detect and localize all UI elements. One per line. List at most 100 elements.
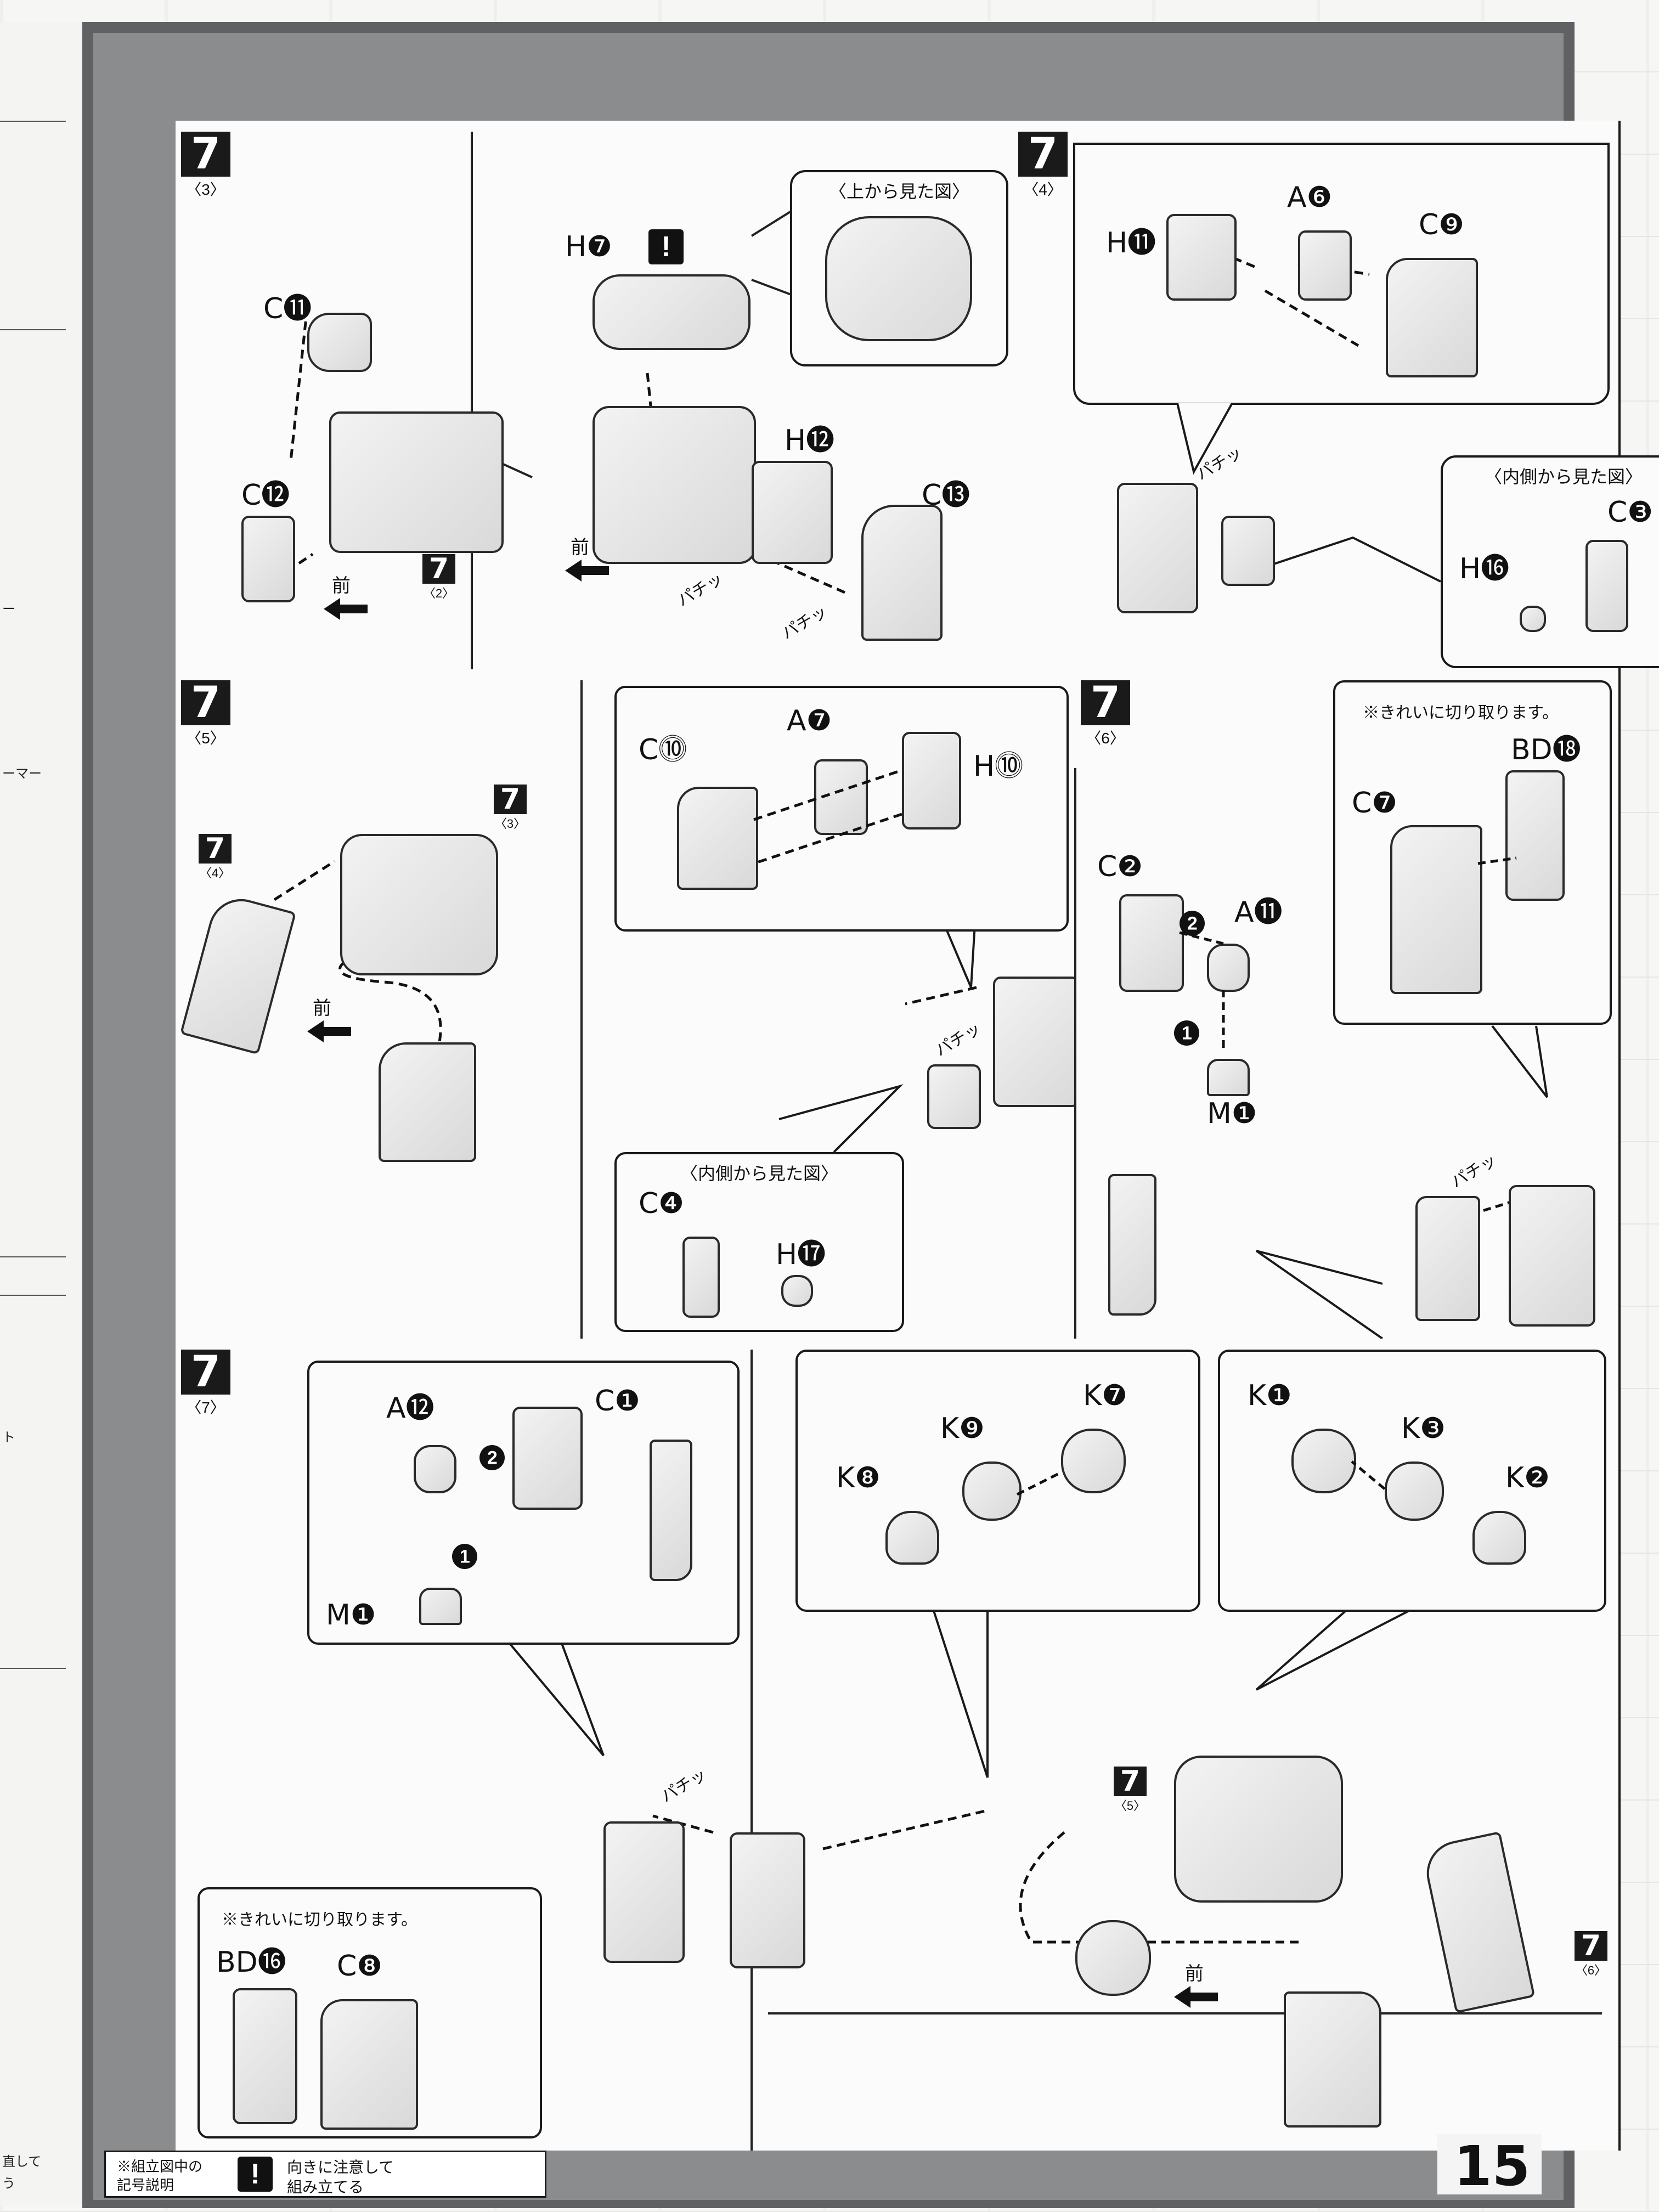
part-shape [379,1042,476,1162]
reference-step-badge: 7 〈6〉 [1575,1931,1607,1978]
part-shape [512,1407,583,1510]
inside-view-callout: 〈内側から見た図〉 H⓰ C❸ [1441,455,1659,668]
reference-step-badge: 7 〈4〉 [199,834,232,881]
part-shape [752,461,833,564]
legend-desc: 向きに注意して [287,2159,394,2176]
ref-step-sub: 〈5〉 [1114,1799,1146,1813]
part-shape [1472,1511,1526,1565]
part-shape [1174,1756,1343,1903]
callout-lines [351,1350,1602,2151]
step-number: 7 [181,132,230,177]
step-badge: 7 〈3〉 [181,132,230,198]
part-shape [1061,1429,1126,1493]
part-label: A⓬ [386,1392,435,1425]
part-shape [861,505,943,641]
part-shape [730,1832,805,1968]
caution-icon: ! [238,2157,273,2192]
cut-note: ※きれいに切り取ります。 [1363,704,1559,722]
sequence-number: 1 [459,1545,470,1567]
instruction-sheet: 7 〈3〉 C⓫ C⓬ [176,121,1659,2151]
detail-callout: C⓾ A❼ H⓾ [614,686,1069,932]
part-shape [340,834,498,975]
part-label: C❼ [1352,787,1397,820]
part-label: H❼ [565,230,612,263]
part-shape [1298,230,1352,301]
ref-step-number: 7 [1575,1931,1607,1961]
ref-step-sub: 〈6〉 [1575,1963,1607,1977]
ref-step-number: 7 [494,785,527,814]
part-label: H⓫ [1106,227,1156,259]
step-sub: 〈4〉 [1023,181,1063,198]
panel-step-7-3: 7 〈3〉 C⓫ C⓬ [176,121,1015,672]
sequence-marker: 1 [447,1538,483,1575]
part-label: C⓫ [263,292,312,325]
callout-title: 〈内側から見た図〉 [1484,467,1643,487]
sequence-marker: 2 [474,1440,510,1476]
step-badge: 7 〈6〉 [1081,680,1130,747]
reference-step-badge: 7 〈2〉 [422,554,455,601]
part-shape [233,1988,297,2124]
step-number: 7 [1018,132,1068,177]
page-number: 15 [1454,2134,1531,2198]
part-label: K❸ [1401,1412,1446,1445]
part-shape [1520,606,1546,632]
assembly-arrows [1351,1460,1386,1490]
front-arrow [324,598,368,620]
part-label: H⓬ [785,424,835,457]
part-shape [1284,1991,1381,2128]
callout-title: 〈上から見た図〉 [828,182,969,201]
part-shape [677,787,758,890]
sequence-number: 2 [487,1447,498,1468]
manual-page: 7 〈3〉 C⓫ C⓬ [93,33,1659,2200]
step-sub: 〈3〉 [186,181,225,198]
part-label: K❷ [1505,1462,1550,1494]
part-shape [603,1821,685,1963]
assembly-arrows [1016,1471,1062,1496]
part-shape [993,977,1080,1107]
prev-page-text: ーマー [2,766,42,781]
assembly-arrows [1477,856,1517,865]
symbol-legend: ※組立図中の 記号説明 ! 向きに注意して 組み立てる [104,2151,546,2198]
part-shape [1291,1429,1356,1493]
part-label: H⓱ [776,1238,826,1271]
ref-step-sub: 〈4〉 [199,866,231,880]
legend-title: 記号説明 [117,2177,174,2193]
step-number: 7 [181,680,230,725]
detail-callout: ※きれいに切り取ります。 BD⓲ C❼ [1333,680,1612,1025]
part-label: M❶ [1207,1097,1257,1130]
part-label: K❶ [1248,1379,1292,1412]
step-badge: 7 〈4〉 [1018,132,1068,198]
prev-page-text: 直して [2,2154,42,2169]
part-label: C❸ [1607,496,1653,529]
step-sub: 〈6〉 [1086,730,1125,747]
part-label: K❼ [1083,1379,1127,1412]
detail-frame [1073,143,1610,405]
part-shape [1415,1196,1480,1321]
part-label: C❹ [639,1187,684,1220]
part-label: A❻ [1287,181,1333,214]
knee-joint-callout: K❽ K❾ K❼ [795,1350,1200,1612]
part-shape [885,1511,939,1565]
panel-step-7-6: 7 〈6〉 C❷ A⓫ 2 1 M❶ [1074,669,1621,1341]
part-label: H⓾ [973,750,1024,783]
part-label: BD⓲ [1511,733,1581,766]
panel-step-7-7: 7 〈7〉 A⓬ [176,1339,1621,2151]
detail-callout: A⓬ C❶ 2 1 M❶ [307,1361,740,1645]
part-shape [592,406,756,564]
instruction-booklet: 7 〈3〉 C⓫ C⓬ [82,22,1659,2208]
part-label: A❼ [787,704,832,737]
part-shape [1117,483,1198,613]
part-label: A⓫ [1234,896,1283,929]
part-shape [241,516,295,602]
front-label: 前 [332,575,351,596]
part-shape [902,732,961,830]
front-arrow [1174,1986,1218,2008]
part-label: M❶ [326,1599,376,1632]
part-shape [1505,770,1565,901]
prev-page-text: ー [2,602,15,617]
part-shape [927,1064,981,1129]
part-label: C❷ [1097,850,1143,883]
part-shape [320,1999,418,2130]
page-number-box: 15 [1437,2134,1542,2198]
part-label: K❽ [836,1462,881,1494]
